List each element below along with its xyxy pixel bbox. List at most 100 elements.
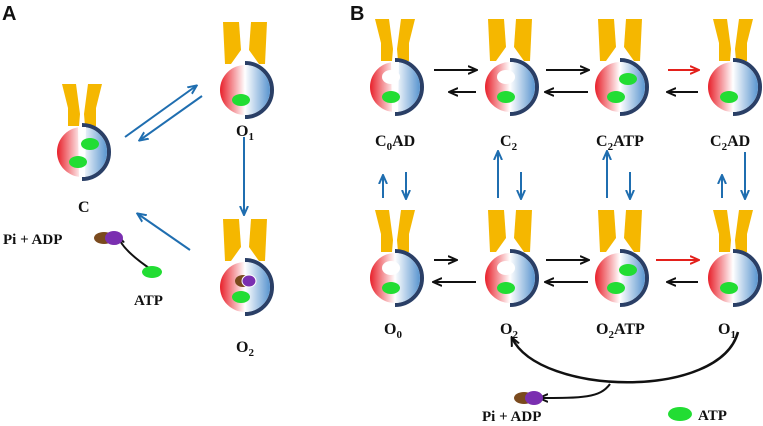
label-o2b-sub: 2: [512, 329, 518, 341]
helix-right: [249, 22, 267, 64]
adp-icon: [241, 274, 257, 288]
label-o2atp-tail: ATP: [614, 321, 645, 338]
label-o0: O0: [384, 321, 402, 341]
label-c0ad-tail: AD: [392, 133, 415, 150]
label-o1b-main: O: [718, 321, 730, 338]
panel-a-molecules: [94, 231, 162, 278]
label-c2ad-sub: 2: [722, 141, 728, 153]
channel-o2-b: [485, 210, 539, 307]
ring-right: [732, 249, 762, 307]
label-c2atp-sub: 2: [608, 141, 614, 153]
label-o1: O1: [236, 123, 254, 143]
atp-icon: [619, 264, 637, 276]
channel-c2: [485, 19, 539, 116]
ring-right: [81, 123, 111, 181]
label-c0ad-sub: 0: [387, 141, 393, 153]
label-o1-main: O: [236, 123, 248, 140]
helix-right: [249, 219, 267, 261]
label-c0ad: C0AD: [375, 133, 415, 153]
atp-icon: [607, 91, 625, 103]
ring-right: [244, 258, 274, 316]
helix-right: [735, 19, 753, 61]
helix-left: [488, 19, 506, 61]
panel-b-arrows: [383, 70, 745, 398]
label-o1b-sub: 1: [730, 329, 736, 341]
ring-right: [244, 61, 274, 119]
empty-site: [382, 261, 400, 275]
helix-left: [62, 84, 80, 126]
atp-icon: [142, 266, 162, 278]
label-c2ad-tail: AD: [727, 133, 750, 150]
helix-left: [713, 210, 731, 252]
nbd-blue: [245, 262, 270, 312]
nbd-red: [485, 62, 510, 112]
atp-icon: [607, 282, 625, 294]
atp-icon: [382, 282, 400, 294]
panel-b-molecules: [514, 391, 692, 421]
empty-site: [497, 261, 515, 275]
atp-icon: [232, 94, 250, 106]
channel-o2-a: [220, 219, 274, 316]
ring-right: [509, 249, 539, 307]
empty-site: [497, 70, 515, 84]
channel-o1-b: [708, 210, 762, 307]
nbd-blue: [510, 253, 535, 303]
nbd-red: [708, 253, 733, 303]
atp-icon: [720, 91, 738, 103]
label-c: C: [78, 199, 90, 216]
label-o2atp-main: O: [596, 321, 608, 338]
label-o1-b: O1: [718, 321, 736, 341]
label-o2atp: O2ATP: [596, 321, 645, 341]
arrow-c-to-o1: [124, 86, 196, 138]
label-c2: C2: [500, 133, 518, 153]
atp-icon: [382, 91, 400, 103]
atp-icon: [69, 156, 87, 168]
nbd-red: [370, 253, 395, 303]
atp-legend-icon: [668, 407, 692, 421]
helix-right: [514, 19, 532, 61]
helix-left: [223, 22, 241, 64]
channel-c: [57, 84, 111, 181]
channel-icons: [57, 19, 762, 316]
nbd-red: [708, 62, 733, 112]
helix-right: [624, 210, 642, 252]
channel-o1-a: [220, 22, 274, 119]
nbd-blue: [733, 253, 758, 303]
label-c2atp: C2ATP: [596, 133, 644, 153]
label-c2ad-main: C: [710, 133, 722, 150]
label-o2atp-sub: 2: [608, 329, 614, 341]
nbd-blue: [245, 65, 270, 115]
channel-o0: [370, 210, 424, 307]
label-c0ad-main: C: [375, 133, 387, 150]
helix-right: [735, 210, 753, 252]
channel-c2atp: [595, 19, 649, 116]
ring-right: [394, 249, 424, 307]
panel-a-label: A: [2, 3, 16, 25]
nbd-blue: [733, 62, 758, 112]
label-o2-b: O2: [500, 321, 518, 341]
helix-left: [598, 210, 616, 252]
nbd-blue: [395, 253, 420, 303]
helix-right: [624, 19, 642, 61]
atp-icon: [720, 282, 738, 294]
label-atp-a: ATP: [134, 293, 163, 309]
helix-left: [598, 19, 616, 61]
helix-left: [223, 219, 241, 261]
label-o0-main: O: [384, 321, 396, 338]
label-o1-sub: 1: [248, 131, 254, 143]
nbd-red: [595, 253, 620, 303]
helix-right: [397, 19, 415, 61]
cleft: [78, 127, 86, 177]
helix-right: [397, 210, 415, 252]
atp-icon: [232, 291, 250, 303]
arrow-hydrolysis-branch: [540, 383, 611, 398]
nbd-blue: [510, 62, 535, 112]
panel-b-label: B: [350, 3, 364, 25]
nbd-red: [595, 62, 620, 112]
label-o2: O2: [236, 339, 254, 359]
cleft: [391, 62, 399, 112]
arrow-o1-to-o2-curve: [512, 331, 740, 384]
ring-right: [732, 58, 762, 116]
ring-right: [509, 58, 539, 116]
